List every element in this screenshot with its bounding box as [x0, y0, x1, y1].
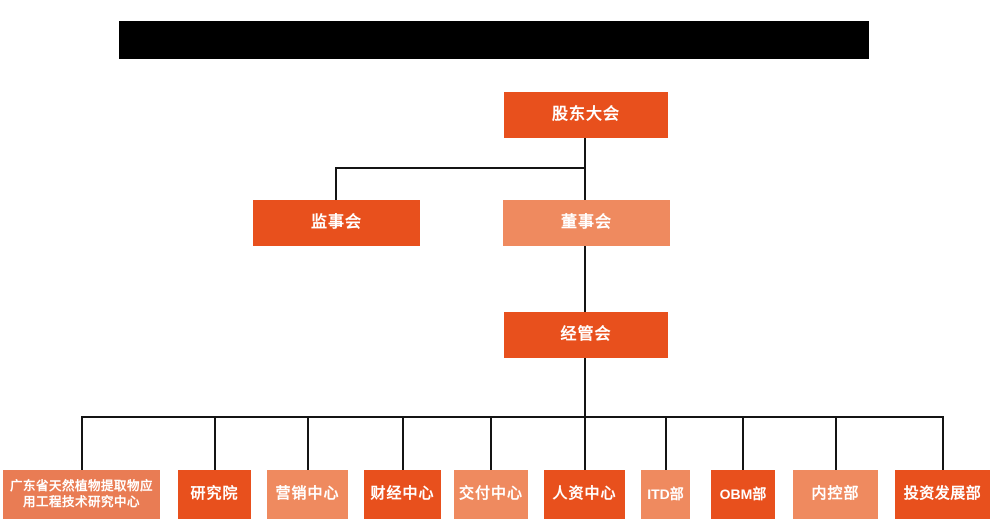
connector-drop-dept3 — [307, 416, 309, 470]
connector-drop-dept4 — [402, 416, 404, 470]
org-node-board-of-directors: 董事会 — [503, 200, 670, 246]
connector-drop-dept5 — [490, 416, 492, 470]
redacted-title-bar — [119, 21, 869, 59]
connector-drop-dept1 — [81, 416, 83, 470]
org-node-research-center: 广东省天然植物提取物应用工程技术研究中心 — [3, 470, 160, 519]
org-node-marketing-center: 营销中心 — [267, 470, 348, 519]
connector-branch-horizontal — [335, 167, 586, 169]
connector-supervisory-drop — [335, 167, 337, 200]
org-node-research-institute: 研究院 — [178, 470, 251, 519]
connector-drop-dept2 — [214, 416, 216, 470]
connector-drop-dept6 — [584, 416, 586, 470]
connector-drop-dept10 — [942, 416, 944, 470]
connector-drop-dept8 — [742, 416, 744, 470]
org-node-internal-control-dept: 内控部 — [793, 470, 878, 519]
connector-board-to-management — [584, 246, 586, 312]
org-node-investment-development: 投资发展部 — [895, 470, 990, 519]
connector-drop-dept9 — [835, 416, 837, 470]
org-node-management-committee: 经管会 — [504, 312, 668, 358]
connector-distribution-horizontal — [81, 416, 944, 418]
org-node-itd-department: ITD部 — [641, 470, 690, 519]
org-node-delivery-center: 交付中心 — [454, 470, 528, 519]
org-node-supervisory-board: 监事会 — [253, 200, 420, 246]
connector-shareholders-trunk — [584, 138, 586, 200]
org-node-finance-center: 财经中心 — [364, 470, 441, 519]
org-node-obm-department: OBM部 — [711, 470, 775, 519]
connector-management-trunk — [584, 358, 586, 470]
org-node-shareholders-meeting: 股东大会 — [504, 92, 668, 138]
org-node-hr-center: 人资中心 — [544, 470, 625, 519]
connector-drop-dept7 — [665, 416, 667, 470]
